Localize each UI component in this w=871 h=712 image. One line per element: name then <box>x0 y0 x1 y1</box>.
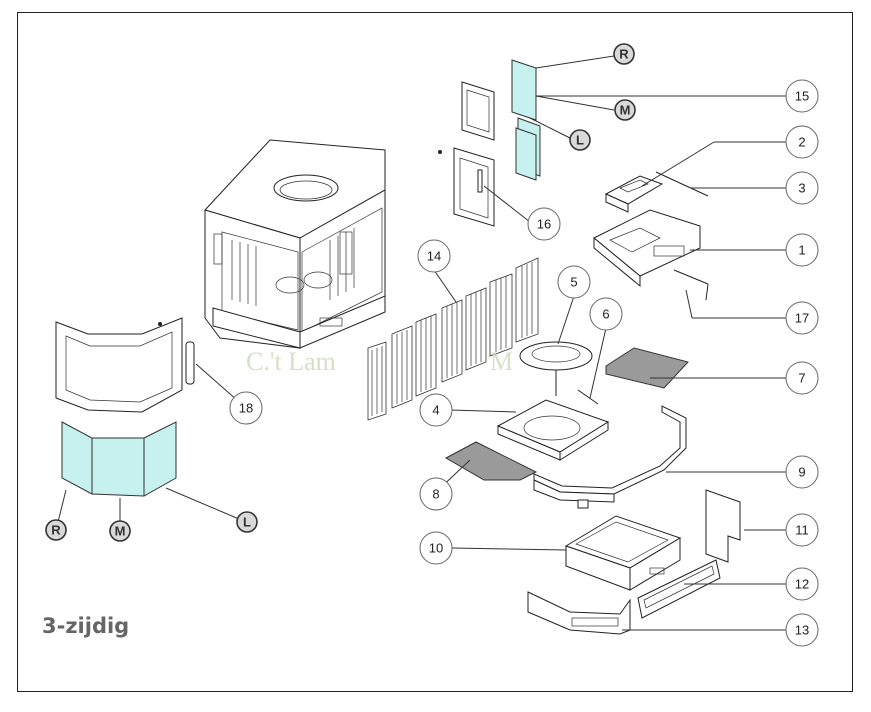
svg-text:15: 15 <box>795 89 809 104</box>
stove-body <box>204 139 386 349</box>
side-marker-lower-r: R <box>45 519 67 541</box>
callout-13: 13 <box>785 613 819 647</box>
callout-12: 12 <box>785 567 819 601</box>
svg-text:12: 12 <box>795 577 809 592</box>
callout-7: 7 <box>785 361 819 395</box>
callout-8: 8 <box>419 477 453 511</box>
svg-text:4: 4 <box>432 403 439 418</box>
ash-drawer <box>564 515 682 591</box>
stone-plate-7 <box>605 347 689 389</box>
watermark-right: M <box>490 347 513 376</box>
callout-17: 17 <box>785 301 819 335</box>
svg-text:L: L <box>576 133 584 148</box>
callout-15: 15 <box>785 79 819 113</box>
svg-text:M: M <box>620 103 631 118</box>
callout-18: 18 <box>229 391 263 425</box>
callout-11: 11 <box>785 513 819 547</box>
svg-text:16: 16 <box>537 217 551 232</box>
svg-text:2: 2 <box>798 135 805 150</box>
side-marker-lower-l: L <box>236 511 258 533</box>
svg-text:11: 11 <box>795 523 809 538</box>
side-marker-upper-r: R <box>613 43 635 65</box>
svg-text:R: R <box>619 47 629 62</box>
side-grills <box>367 257 539 421</box>
svg-text:13: 13 <box>795 623 809 638</box>
callout-3: 3 <box>785 171 819 205</box>
callout-10: 10 <box>419 531 453 565</box>
svg-text:L: L <box>243 515 251 530</box>
svg-text:5: 5 <box>570 275 577 290</box>
watermark-left: C.'t Lam <box>246 347 336 376</box>
side-marker-upper-m: M <box>614 99 636 121</box>
leader-lines <box>55 55 786 631</box>
plinth-panels <box>527 489 741 635</box>
callout-14: 14 <box>417 239 451 273</box>
svg-text:8: 8 <box>432 487 439 502</box>
svg-text:7: 7 <box>798 371 805 386</box>
svg-text:1: 1 <box>798 243 805 258</box>
diagram-frame <box>17 12 853 692</box>
base-plate <box>533 405 687 509</box>
grate-and-ashplate <box>496 341 610 461</box>
callout-5: 5 <box>557 265 591 299</box>
glass-panels-lower <box>61 421 177 497</box>
callout-6: 6 <box>589 297 623 331</box>
side-marker-upper-l: L <box>569 129 591 151</box>
door-left <box>55 317 195 413</box>
svg-text:M: M <box>115 524 126 539</box>
parts-1-2-3-17 <box>593 171 709 301</box>
side-marker-lower-m: M <box>109 520 131 542</box>
door-assembly-top <box>438 81 495 227</box>
svg-text:6: 6 <box>602 307 609 322</box>
svg-text:3: 3 <box>798 181 805 196</box>
callout-4: 4 <box>419 393 453 427</box>
svg-text:18: 18 <box>239 401 253 416</box>
callout-1: 1 <box>785 233 819 267</box>
svg-text:9: 9 <box>798 465 805 480</box>
svg-text:10: 10 <box>429 541 443 556</box>
stone-plate-8 <box>444 441 538 481</box>
glass-panels-top <box>511 59 541 181</box>
callout-16: 16 <box>527 207 561 241</box>
callout-2: 2 <box>785 125 819 159</box>
svg-text:17: 17 <box>795 311 809 326</box>
callout-9: 9 <box>785 455 819 489</box>
svg-text:14: 14 <box>427 249 441 264</box>
variant-label: 3-zijdig <box>42 614 130 638</box>
svg-text:R: R <box>51 523 61 538</box>
